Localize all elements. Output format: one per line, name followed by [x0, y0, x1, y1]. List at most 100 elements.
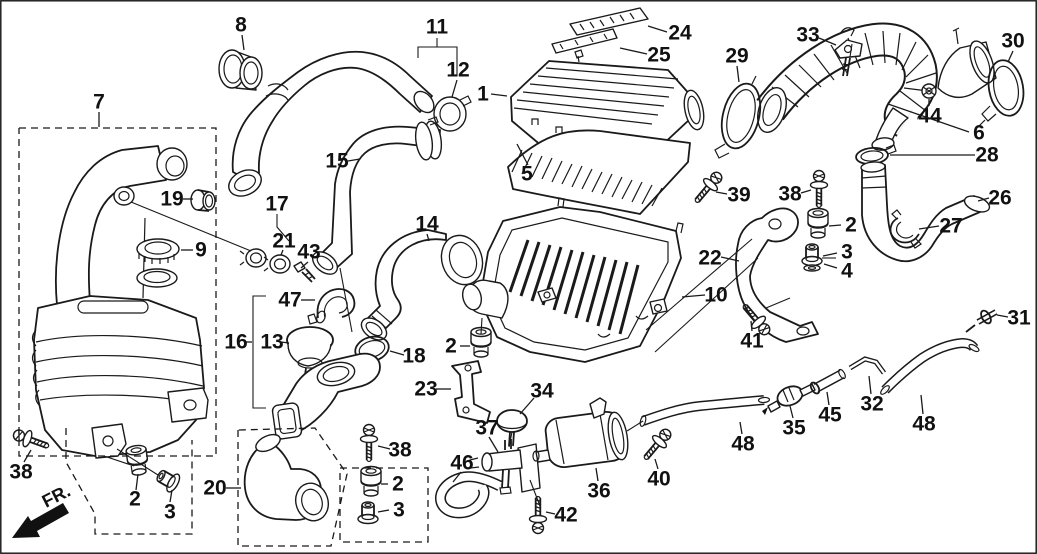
relation-line-11 — [849, 43, 853, 58]
part-15-callout: 15 — [325, 150, 349, 173]
hose-clamp-29-drawing — [714, 75, 762, 159]
part-3-bottom-leader — [377, 509, 390, 513]
bolt-38-mid-drawing — [359, 423, 379, 463]
part-29-leader — [736, 65, 740, 83]
bolt-33-drawing — [834, 27, 863, 77]
part-31-callout: 31 — [1007, 307, 1031, 330]
elbow-20-drawing — [243, 433, 330, 522]
spacer-3-bottom-drawing — [357, 501, 379, 525]
bolt-38-right-drawing — [809, 169, 829, 209]
part-38-right-leader — [800, 189, 812, 194]
joint-31-drawing — [965, 309, 998, 333]
part-13-leader — [280, 341, 290, 344]
part-2-bottom-callout: 2 — [392, 473, 404, 496]
air-in-hose-drawing — [228, 50, 435, 197]
part-23-callout: 23 — [414, 378, 437, 401]
part-15-leader — [347, 158, 361, 162]
part-9-callout: 9 — [195, 239, 207, 262]
fr-direction-label: FR. — [39, 481, 74, 512]
part-18-leader — [389, 350, 405, 356]
breather-hose-15-drawing — [311, 116, 443, 275]
part-14-callout: 14 — [415, 213, 439, 236]
bracket-17 — [276, 214, 290, 242]
part-26-leader — [977, 197, 990, 202]
part-2-left-callout: 2 — [129, 488, 141, 511]
intake-duct-drawing — [271, 352, 381, 440]
part-4-right-leader — [823, 263, 838, 269]
part-25-leader — [619, 47, 648, 55]
part-43-callout: 43 — [297, 241, 320, 264]
grommet-2-left-drawing — [124, 443, 151, 477]
part-10-leader — [681, 294, 706, 298]
grommet-2-right-drawing — [807, 207, 829, 239]
part-16-callout: 16 — [224, 331, 247, 354]
part-32-callout: 32 — [860, 393, 883, 416]
washer-4-right-drawing — [803, 264, 821, 272]
part-29-callout: 29 — [725, 45, 748, 68]
relation-line-1 — [103, 455, 135, 467]
spacer-3-left-drawing — [152, 464, 183, 495]
part-37-callout: 37 — [475, 417, 498, 440]
joint-45-drawing — [809, 368, 846, 395]
vacuum-hose-47-drawing — [316, 288, 356, 324]
part-24-leader — [647, 25, 668, 33]
part-2-right-callout: 2 — [845, 214, 857, 237]
part-39-callout: 39 — [727, 184, 750, 207]
part-3-left-callout: 3 — [164, 501, 176, 524]
part-3-bottom-callout: 3 — [393, 499, 405, 522]
relation-line-2 — [116, 448, 159, 476]
relation-line-10 — [626, 420, 644, 432]
part-35-leader — [789, 405, 794, 419]
bracket-23-drawing — [451, 360, 491, 424]
part-34-leader — [519, 397, 535, 415]
part-22-leader — [720, 256, 740, 262]
part-43-leader — [300, 261, 309, 269]
part-20-callout: 20 — [203, 477, 226, 500]
relation-line-5 — [654, 257, 759, 353]
valve-37-drawing — [469, 439, 541, 495]
part-3-right-leader — [822, 252, 838, 257]
solenoid-valve-36-drawing — [532, 397, 629, 468]
part-33-leader — [818, 37, 837, 46]
part-21-leader — [280, 249, 284, 256]
pipe-32-drawing — [848, 356, 887, 375]
bolt-39-drawing — [688, 167, 728, 209]
part-1-leader — [490, 93, 508, 97]
nut-44-drawing — [921, 83, 937, 99]
part-5-leader — [516, 143, 529, 166]
resonator-boundary — [18, 127, 217, 457]
part-32-leader — [868, 375, 872, 395]
part-2-left-leader — [135, 473, 139, 491]
part-45-leader — [826, 391, 830, 406]
part-46-leader — [452, 471, 462, 483]
part-46-callout: 46 — [450, 452, 473, 475]
relation-line-9 — [529, 479, 541, 507]
part-17-callout: 17 — [265, 193, 288, 216]
mid-fastener-boundary — [339, 467, 429, 543]
part-35-callout: 35 — [782, 417, 806, 440]
part-8-leader — [241, 34, 245, 51]
part-38-right-callout: 38 — [778, 183, 802, 206]
part-40-callout: 40 — [647, 468, 670, 491]
part-13-callout: 13 — [260, 331, 283, 354]
part-42-callout: 42 — [554, 504, 577, 527]
part-30-callout: 30 — [1001, 30, 1024, 53]
part-40-leader — [654, 458, 659, 470]
part-48-left-callout: 48 — [731, 433, 755, 456]
relation-line-6 — [765, 297, 791, 309]
part-21-callout: 21 — [272, 230, 296, 253]
fr-arrow — [12, 503, 69, 538]
relation-line-8 — [508, 431, 513, 448]
part-41-callout: 41 — [740, 330, 764, 353]
part-38-mid-leader — [377, 445, 391, 450]
part-8-callout: 8 — [235, 14, 247, 37]
bolt-40-drawing — [637, 424, 677, 466]
resonator-chamber-drawing — [31, 145, 216, 459]
part-25-callout: 25 — [647, 44, 671, 67]
breather-hose-14-drawing — [360, 229, 484, 341]
bracket-22-drawing — [735, 207, 819, 343]
part-44-callout: 44 — [918, 105, 942, 128]
part-41-leader — [750, 320, 753, 332]
